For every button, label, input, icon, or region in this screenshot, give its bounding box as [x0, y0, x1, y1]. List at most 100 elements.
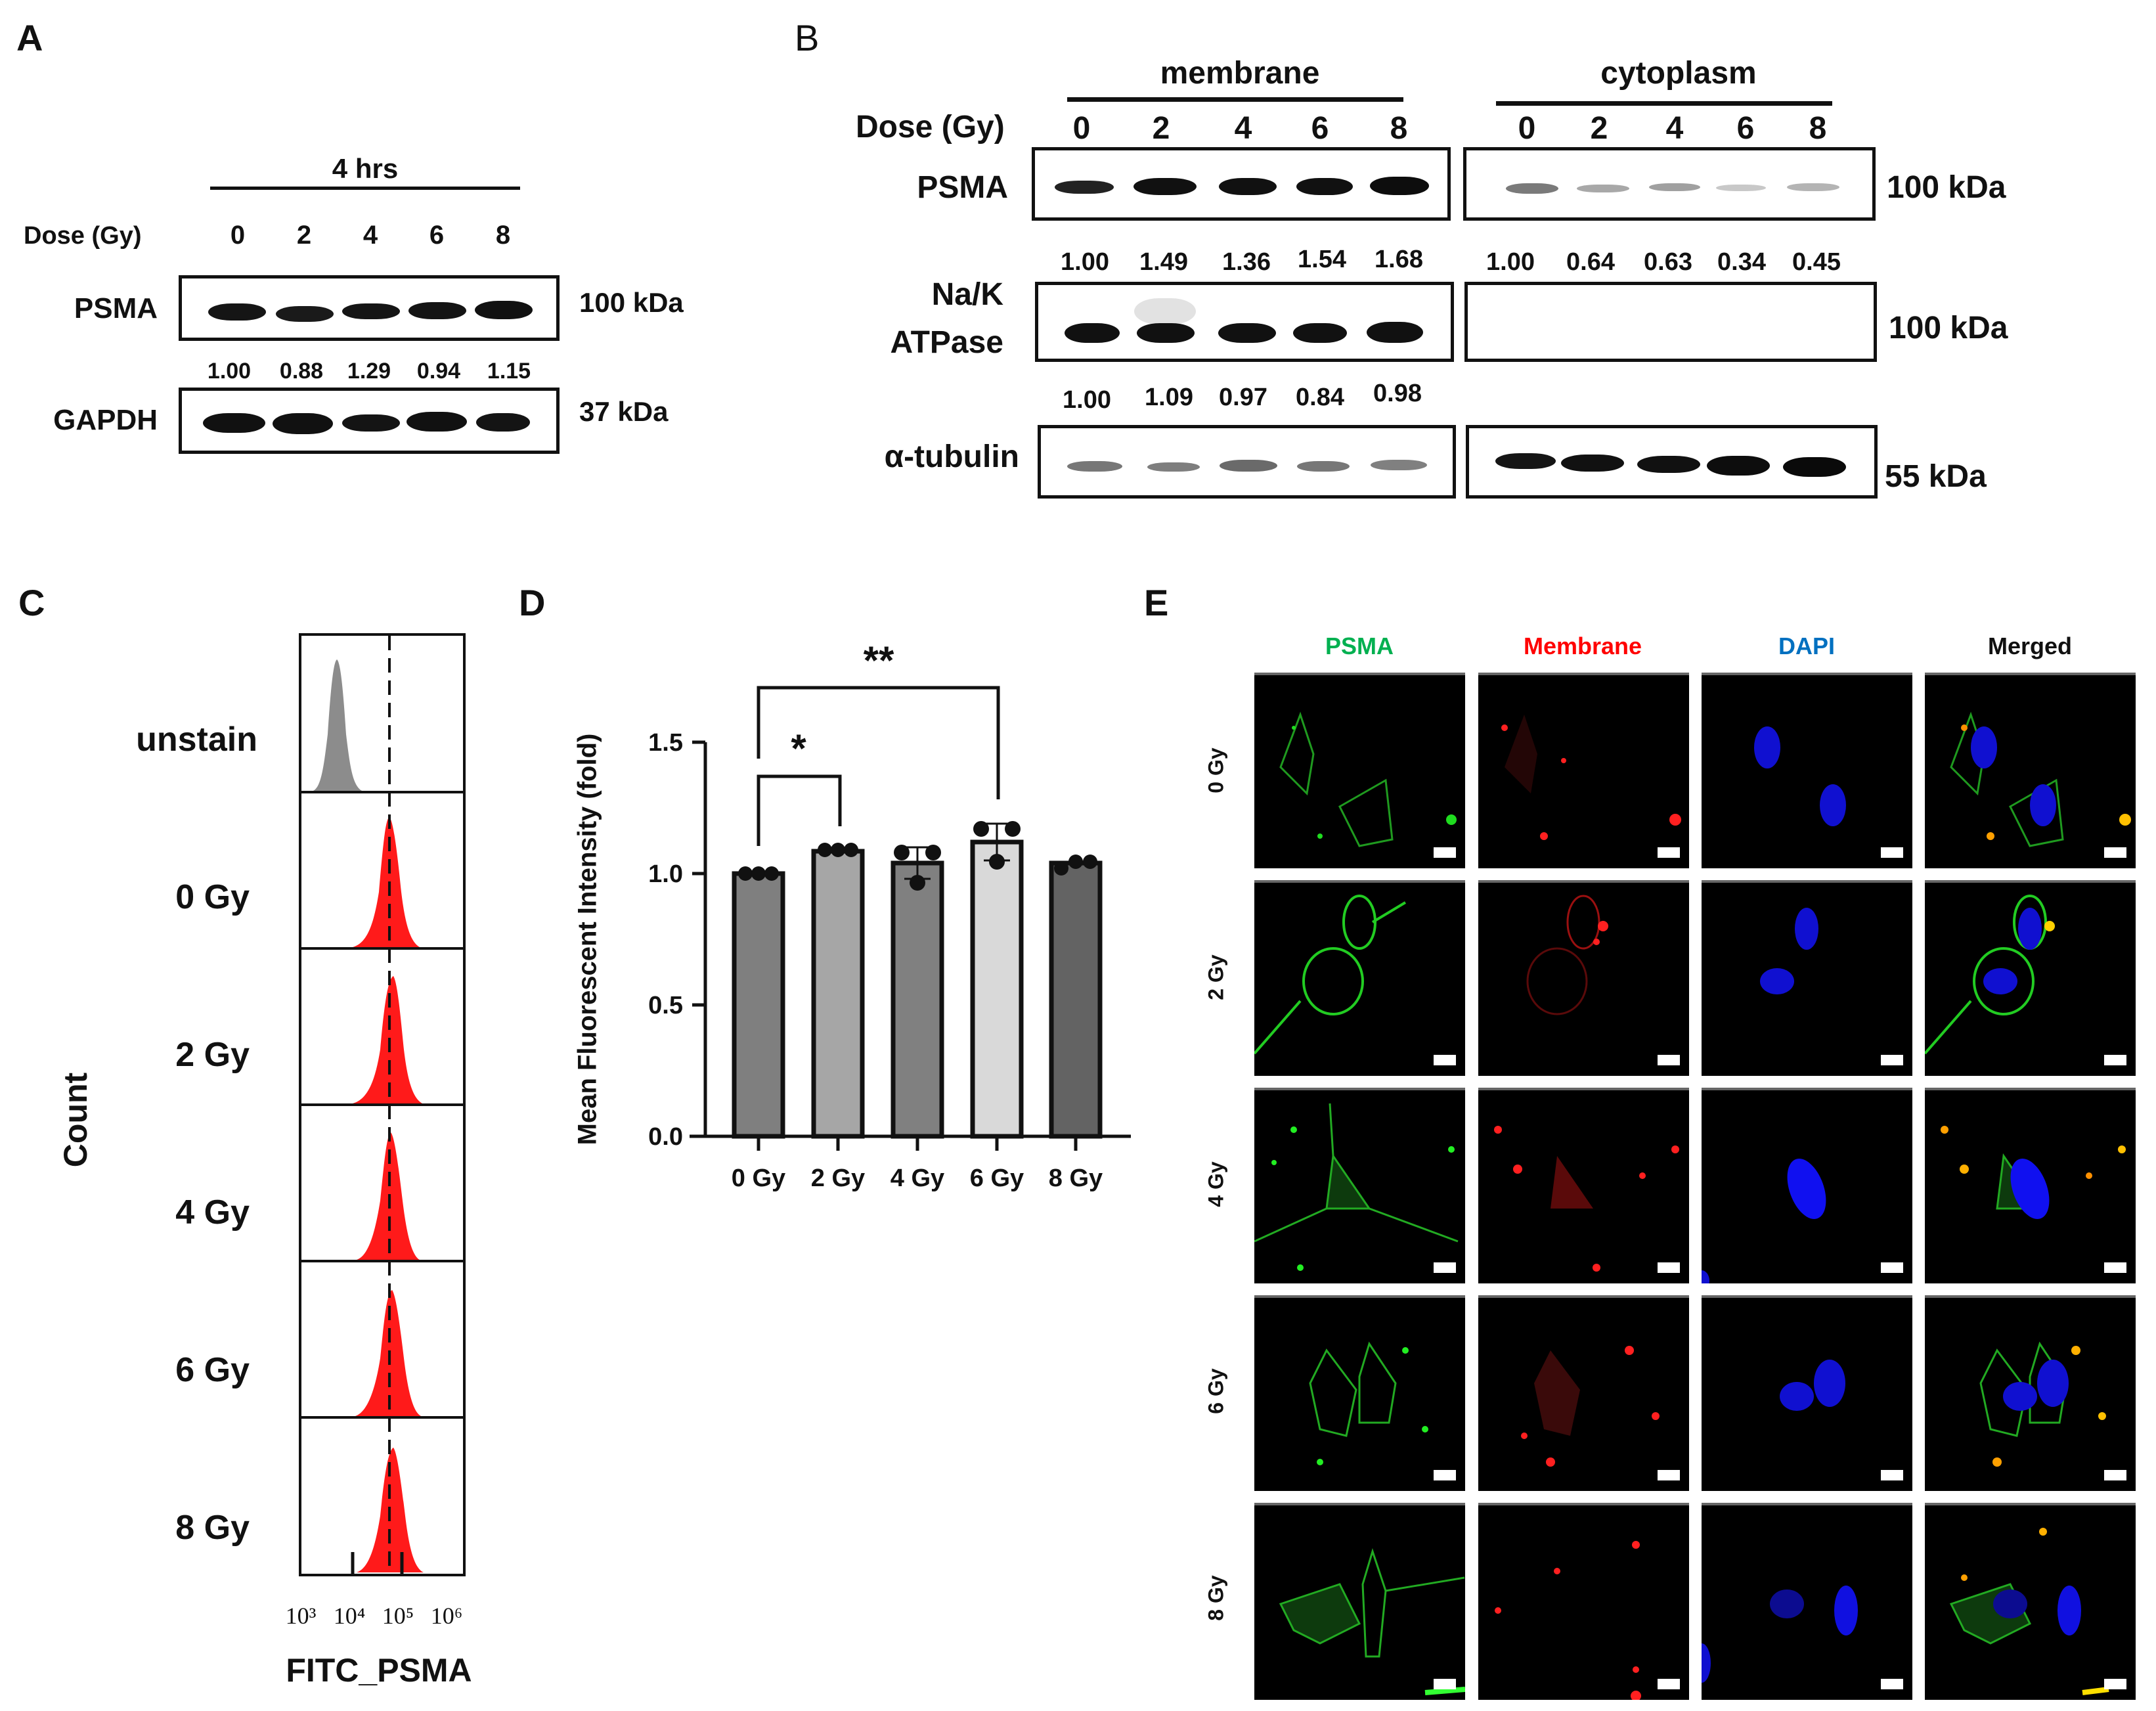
quant-value: 0.45 [1792, 248, 1841, 276]
dose-6: 6 [1736, 111, 1755, 146]
micrograph-psma-8gy [1254, 1503, 1465, 1700]
x-tick: 10³ [285, 1603, 317, 1629]
row-label: 2 Gy [175, 1036, 250, 1074]
dose-8: 8 [495, 221, 511, 250]
x-tick: 10⁴ [333, 1603, 366, 1629]
dose-8: 8 [1809, 111, 1827, 146]
dose-6: 6 [1311, 111, 1329, 146]
quant-value: 1.00 [207, 359, 252, 384]
y-tick: 1.5 [648, 729, 683, 757]
micrograph-merged-4gy [1925, 1088, 2136, 1283]
panel-b-label: B [795, 17, 820, 58]
y-tick: 0.5 [648, 992, 683, 1019]
dose-4: 4 [363, 221, 378, 250]
row-label: 8 Gy [175, 1509, 250, 1547]
dose-2: 2 [1590, 111, 1608, 146]
quant-value: 1.09 [1145, 384, 1193, 411]
row-label: 4 Gy [1204, 1161, 1228, 1207]
y-axis-label: Count [57, 1072, 94, 1168]
column-header-dapi: DAPI [1778, 633, 1836, 659]
micrograph-dapi-2gy [1702, 880, 1912, 1076]
dose-0: 0 [1072, 111, 1091, 146]
micrograph-psma-4gy [1254, 1088, 1465, 1283]
x-tick: 10⁵ [382, 1603, 414, 1629]
quant-value: 0.34 [1717, 248, 1766, 276]
dose-8: 8 [1390, 111, 1408, 146]
x-tick: 0 Gy [731, 1165, 786, 1192]
micrograph-psma-6gy [1254, 1295, 1465, 1491]
dose-label: Dose (Gy) [856, 110, 1005, 144]
blot-nak-cytoplasm [1464, 282, 1877, 362]
blot-label-psma: PSMA [74, 292, 158, 324]
x-tick: 6 Gy [969, 1165, 1024, 1192]
row-label: 2 Gy [1204, 954, 1228, 1000]
blot-psma [179, 275, 560, 341]
quant-value: 1.68 [1375, 246, 1423, 273]
micrograph-merged-6gy [1925, 1295, 2136, 1491]
row-label: 6 Gy [175, 1351, 250, 1389]
bar-chart [690, 686, 1131, 1151]
column-header-psma: PSMA [1325, 633, 1394, 659]
micrograph-psma-0gy [1254, 673, 1465, 868]
blot-label-nak-line1: Na/K [931, 277, 1003, 312]
y-tick: 1.0 [648, 860, 683, 888]
micrograph-dapi-4gy [1702, 1088, 1912, 1283]
micrograph-membrane-4gy [1478, 1088, 1689, 1283]
micrograph-dapi-6gy [1702, 1295, 1912, 1491]
kda-nak: 100 kDa [1889, 311, 2008, 345]
micrograph-membrane-2gy [1478, 880, 1689, 1076]
cytoplasm-bar [1496, 101, 1832, 106]
micrograph-merged-8gy [1925, 1503, 2136, 1700]
blot-nak-membrane [1035, 282, 1454, 362]
quant-value: 0.94 [416, 359, 461, 384]
blot-tubulin-cytoplasm [1466, 425, 1878, 499]
kda-psma: 100 kDa [1887, 170, 2006, 205]
y-tick: 0.0 [648, 1123, 683, 1151]
significance-mark: ** [863, 638, 894, 682]
blot-psma-membrane [1032, 147, 1451, 221]
quant-value: 1.54 [1298, 246, 1346, 273]
micrograph-merged-2gy [1925, 880, 2136, 1076]
dose-2: 2 [296, 221, 312, 250]
x-tick: 10⁶ [430, 1603, 463, 1629]
x-tick: 2 Gy [810, 1165, 866, 1192]
micrograph-dapi-0gy [1702, 673, 1912, 868]
row-label: 8 Gy [1204, 1575, 1228, 1621]
panel-c-label: C [18, 582, 45, 623]
dose-6: 6 [429, 221, 445, 250]
blot-label-psma: PSMA [917, 170, 1008, 205]
timepoint-label: 4 hrs [332, 153, 399, 184]
dose-0: 0 [1518, 111, 1536, 146]
quant-value: 1.00 [1486, 248, 1535, 276]
column-header-membrane: Membrane [1523, 633, 1642, 659]
quant-value: 1.29 [347, 359, 391, 384]
dose-label: Dose (Gy) [24, 222, 142, 250]
kda-tubulin: 55 kDa [1885, 459, 1987, 494]
column-header-merged: Merged [1987, 633, 2073, 659]
micrograph-psma-2gy [1254, 880, 1465, 1076]
micrograph-membrane-0gy [1478, 673, 1689, 868]
timepoint-bar [210, 187, 520, 190]
dose-2: 2 [1152, 111, 1170, 146]
quant-value: 0.64 [1566, 248, 1615, 276]
significance-mark: * [791, 726, 806, 770]
histogram-stack [299, 633, 466, 1576]
quant-value: 1.49 [1139, 248, 1188, 276]
blot-label-tubulin: α-tubulin [884, 439, 1019, 474]
blot-tubulin-membrane [1038, 425, 1456, 499]
panel-e-label: E [1144, 582, 1169, 623]
quant-value: 1.36 [1222, 248, 1271, 276]
dose-4: 4 [1234, 111, 1252, 146]
micrograph-dapi-8gy [1702, 1503, 1912, 1700]
blot-label-nak-line2: ATPase [890, 325, 1003, 360]
quant-value: 0.97 [1219, 384, 1267, 411]
dose-0: 0 [230, 221, 246, 250]
dose-4: 4 [1665, 111, 1684, 146]
micrograph-merged-0gy [1925, 673, 2136, 868]
quant-value: 1.15 [487, 359, 531, 384]
row-label: unstain [136, 721, 257, 759]
row-label: 6 Gy [1204, 1368, 1228, 1414]
y-axis-label: Mean Fluorescent Intensity (fold) [573, 733, 602, 1145]
quant-value: 0.88 [279, 359, 324, 384]
micrograph-membrane-6gy [1478, 1295, 1689, 1491]
